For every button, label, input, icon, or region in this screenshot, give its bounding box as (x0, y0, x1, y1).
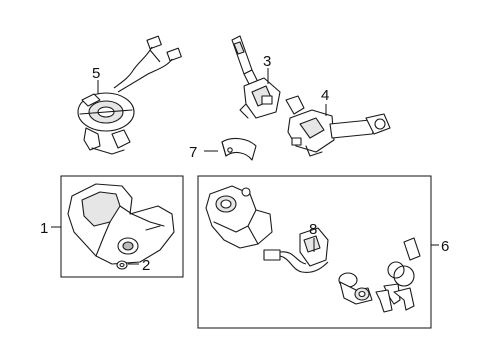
key-cylinder-part (338, 272, 373, 305)
grommet-part (116, 260, 128, 270)
callout-8: 8 (309, 221, 317, 238)
ignition-switch-part (263, 227, 329, 273)
ignition-group-box (197, 175, 432, 329)
callout-6: 6 (441, 238, 449, 255)
clock-spring-part (77, 35, 182, 155)
keys-part (375, 237, 421, 313)
callout-5: 5 (92, 65, 100, 82)
bracket-clip-part (221, 137, 257, 161)
callout-3: 3 (263, 53, 271, 70)
multifunction-switch-right-part (285, 95, 391, 157)
callout-2: 2 (142, 257, 150, 274)
column-cover-part (67, 183, 175, 265)
lock-housing-part (205, 185, 273, 249)
callout-1: 1 (40, 220, 48, 237)
callout-4: 4 (321, 87, 329, 104)
multifunction-switch-left-part (231, 35, 281, 119)
callout-7: 7 (189, 144, 197, 161)
leader-lines (51, 68, 439, 265)
